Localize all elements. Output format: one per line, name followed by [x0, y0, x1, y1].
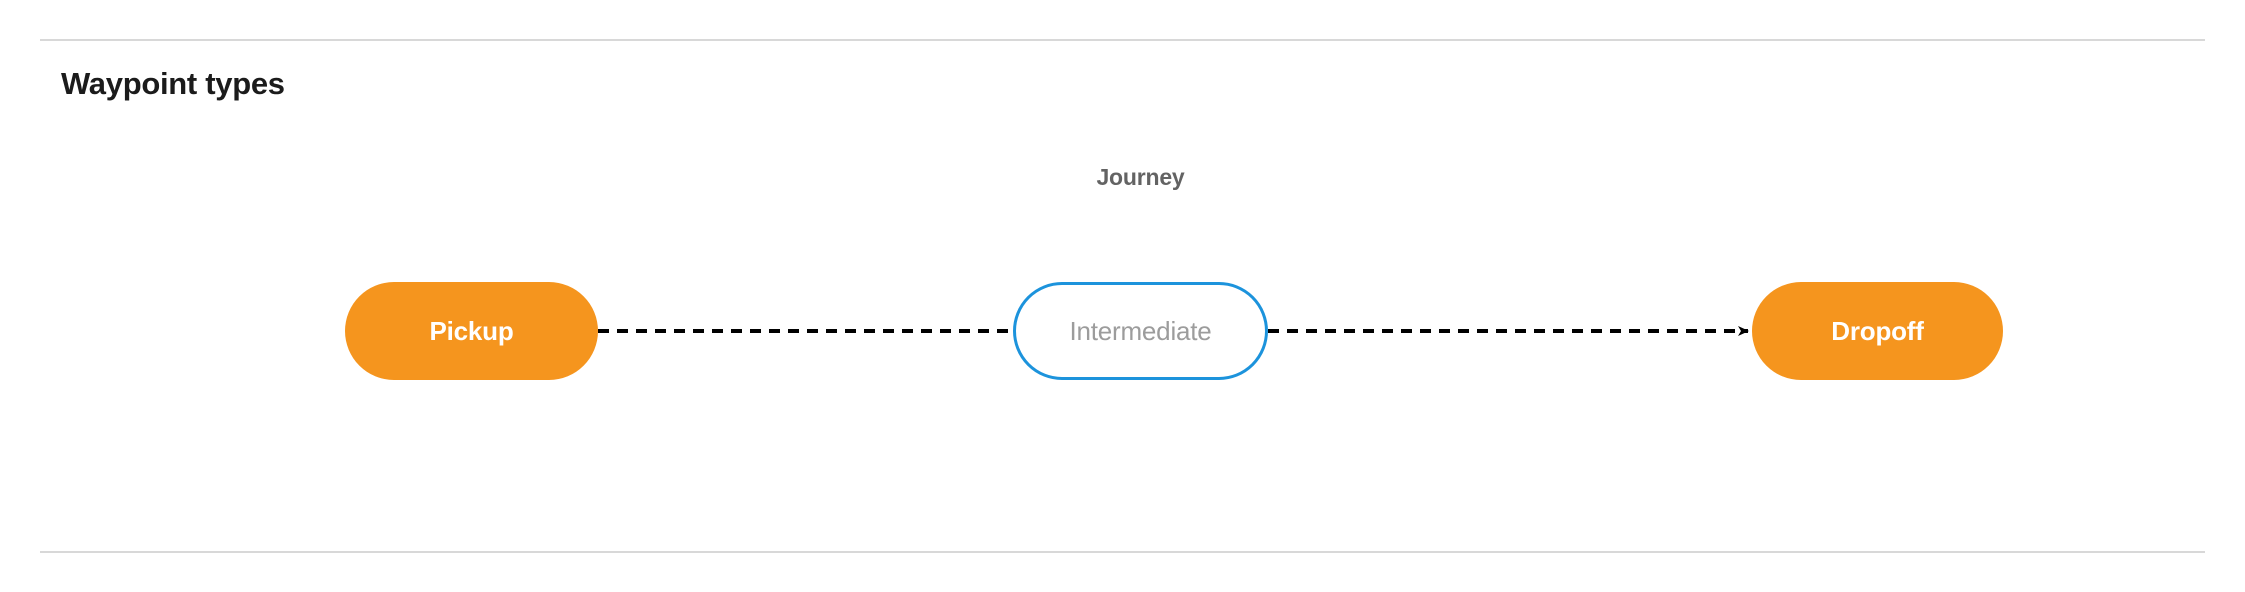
- page-title: Waypoint types: [61, 66, 285, 101]
- section-divider-top: [40, 39, 2205, 41]
- section-divider-bottom: [40, 551, 2205, 553]
- node-pickup-label: Pickup: [429, 316, 514, 346]
- node-dropoff[interactable]: Dropoff: [1752, 282, 2003, 380]
- node-dropoff-label: Dropoff: [1831, 316, 1924, 346]
- node-pickup[interactable]: Pickup: [345, 282, 598, 380]
- journey-group-label: Journey: [1096, 164, 1185, 190]
- node-intermediate[interactable]: Intermediate: [1013, 282, 1268, 380]
- node-intermediate-label: Intermediate: [1069, 316, 1212, 346]
